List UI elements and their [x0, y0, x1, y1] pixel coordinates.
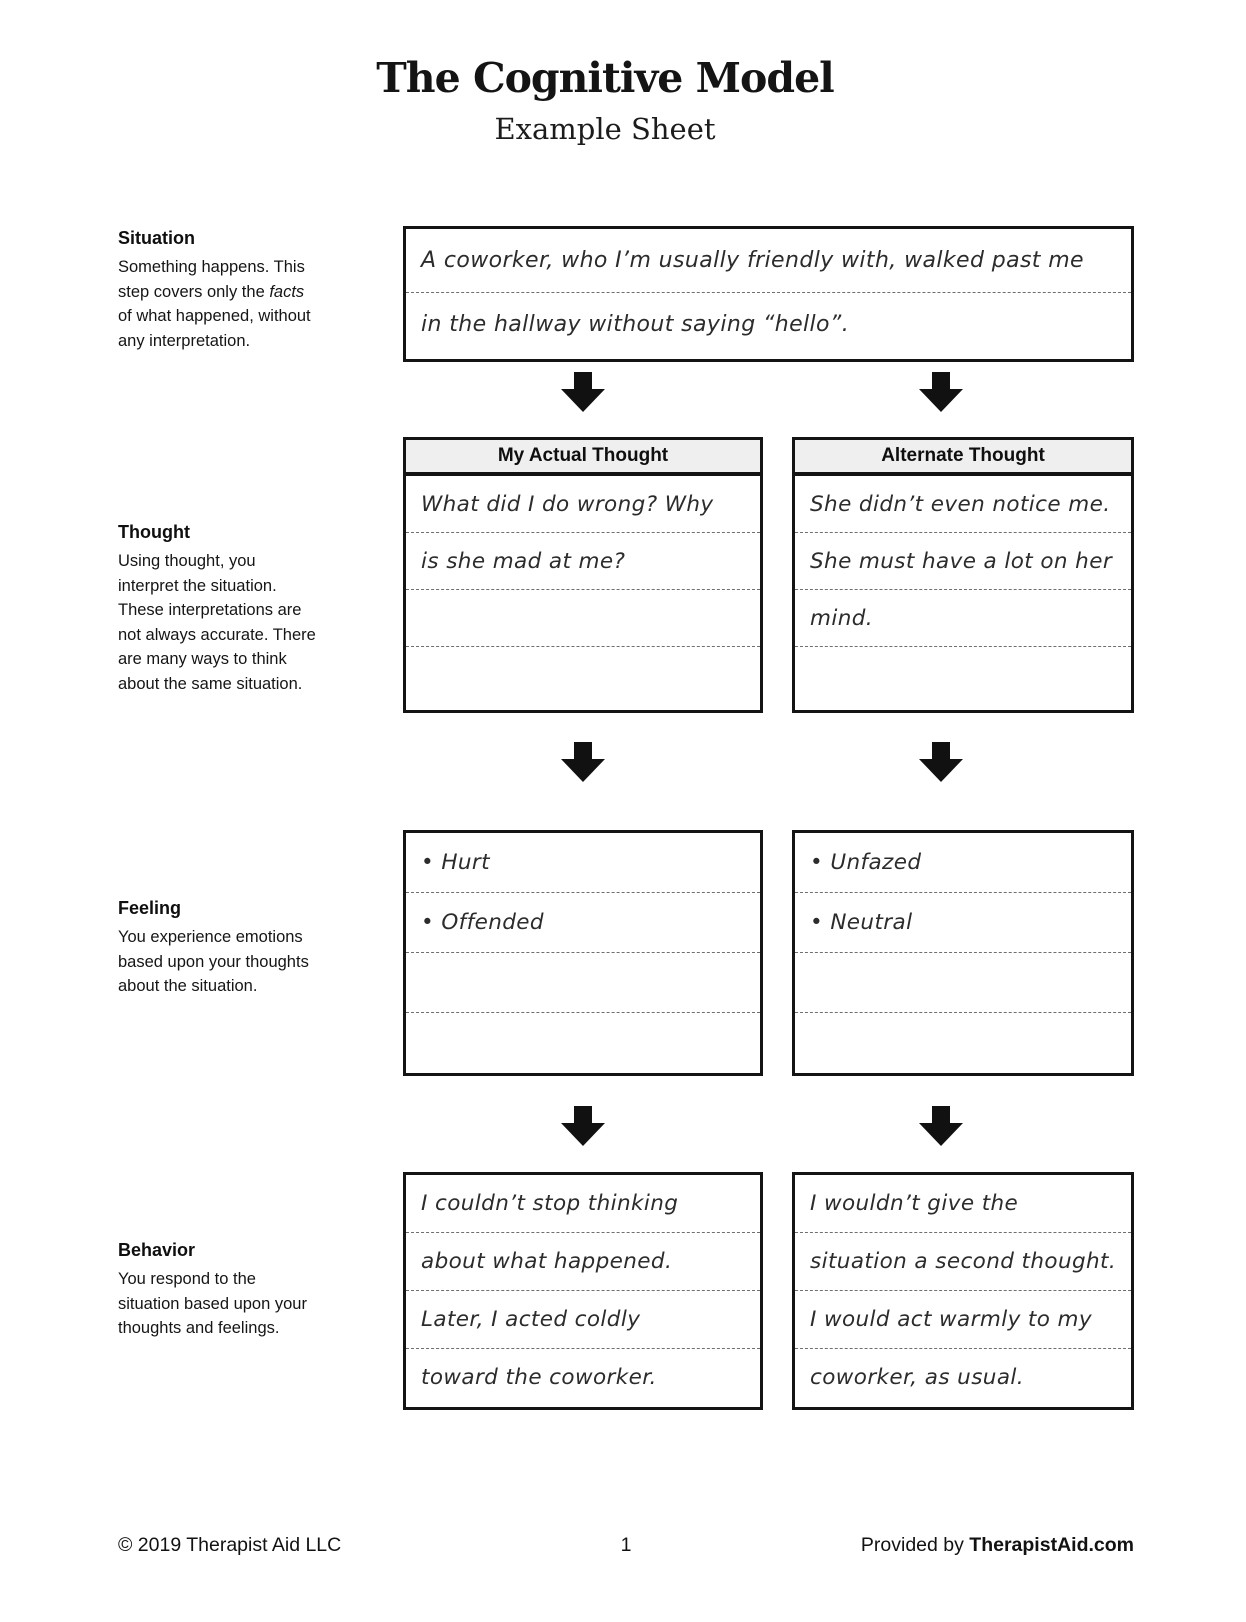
alternate-thought-line-2: She must have a lot on her — [795, 533, 1131, 590]
feeling-alternate-line-4 — [795, 1013, 1131, 1073]
page-number: 1 — [620, 1534, 632, 1556]
behavior-alternate-line-2: situation a second thought. — [795, 1233, 1131, 1291]
down-arrow-icon — [561, 1106, 605, 1146]
behavior-actual-line-4: toward the coworker. — [421, 1365, 657, 1390]
situation-line-2: in the hallway without saying “hello”. — [421, 312, 850, 337]
page-footer: © 2019 Therapist Aid LLC 1 Provided by T… — [118, 1534, 1134, 1557]
down-arrow-icon — [919, 742, 963, 782]
down-arrow-icon — [919, 372, 963, 412]
alternate-thought-line-3: mind. — [795, 590, 1131, 647]
behavior-label-block: Behavior You respond to the situation ba… — [118, 1240, 386, 1341]
alternate-thought-line-1: She didn’t even notice me. — [795, 476, 1131, 533]
page-title: The Cognitive Model — [376, 54, 834, 102]
down-arrow-icon — [561, 742, 605, 782]
feeling-alternate-line-2: • Neutral — [795, 893, 1131, 953]
thought-label-block: Thought Using thought, you interpret the… — [118, 522, 386, 696]
thought-description: Using thought, you interpret the situati… — [118, 552, 316, 693]
feeling-alternate-line-1: • Unfazed — [795, 833, 1131, 893]
alternate-thought-line-4 — [795, 647, 1131, 704]
alternate-thought-header: Alternate Thought — [792, 437, 1134, 475]
actual-thought-line-4 — [406, 647, 760, 704]
copyright-text: © 2019 Therapist Aid LLC — [118, 1534, 342, 1556]
behavior-actual-line-3: Later, I acted coldly — [406, 1291, 760, 1349]
situation-description: Something happens. This step covers only… — [118, 255, 386, 353]
behavior-alternate-box: I wouldn’t give the situation a second t… — [792, 1172, 1134, 1410]
feeling-description: You experience emotions based upon your … — [118, 928, 309, 995]
feeling-actual-line-1: • Hurt — [406, 833, 760, 893]
behavior-label: Behavior — [118, 1240, 196, 1260]
down-arrow-icon — [919, 1106, 963, 1146]
alternate-thought-box: She didn’t even notice me. She must have… — [792, 473, 1134, 713]
feeling-actual-line-4 — [406, 1013, 760, 1073]
behavior-description: You respond to the situation based upon … — [118, 1270, 307, 1337]
actual-thought-line-3 — [406, 590, 760, 647]
feeling-actual-line-3 — [406, 953, 760, 1013]
feeling-alternate-box: • Unfazed • Neutral — [792, 830, 1134, 1076]
situation-desc-italic: facts — [269, 282, 305, 301]
situation-desc-post: of what happened, without any interpreta… — [118, 307, 311, 350]
actual-thought-line-2: is she mad at me? — [406, 533, 760, 590]
behavior-actual-line-2: about what happened. — [406, 1233, 760, 1291]
situation-label: Situation — [118, 228, 195, 248]
situation-label-block: Situation Something happens. This step c… — [118, 228, 386, 353]
behavior-alternate-line-1: I wouldn’t give the — [795, 1175, 1131, 1233]
provided-by-text: Provided by TherapistAid.com — [656, 1534, 1134, 1557]
behavior-actual-line-1: I couldn’t stop thinking — [406, 1175, 760, 1233]
page-subtitle: Example Sheet — [494, 112, 716, 146]
feeling-actual-line-2: • Offended — [406, 893, 760, 953]
feeling-label-block: Feeling You experience emotions based up… — [118, 898, 386, 999]
feeling-alternate-line-3 — [795, 953, 1131, 1013]
behavior-actual-box: I couldn’t stop thinking about what happ… — [403, 1172, 763, 1410]
behavior-alternate-line-4: coworker, as usual. — [810, 1365, 1025, 1390]
behavior-alternate-line-3: I would act warmly to my — [795, 1291, 1131, 1349]
provided-by-prefix: Provided by — [860, 1534, 970, 1556]
feeling-label: Feeling — [118, 898, 182, 918]
situation-line-1: A coworker, who I’m usually friendly wit… — [406, 229, 1131, 293]
situation-box: A coworker, who I’m usually friendly wit… — [403, 226, 1134, 362]
actual-thought-line-1: What did I do wrong? Why — [406, 476, 760, 533]
feeling-actual-box: • Hurt • Offended — [403, 830, 763, 1076]
situation-desc-pre: Something happens. This step covers only… — [118, 258, 305, 301]
down-arrow-icon — [561, 372, 605, 412]
page-header: The Cognitive Model Example Sheet — [0, 54, 1210, 146]
my-actual-thought-box: What did I do wrong? Why is she mad at m… — [403, 473, 763, 713]
my-actual-thought-header: My Actual Thought — [403, 437, 763, 475]
thought-label: Thought — [118, 522, 190, 542]
brand-name: TherapistAid.com — [969, 1534, 1134, 1556]
